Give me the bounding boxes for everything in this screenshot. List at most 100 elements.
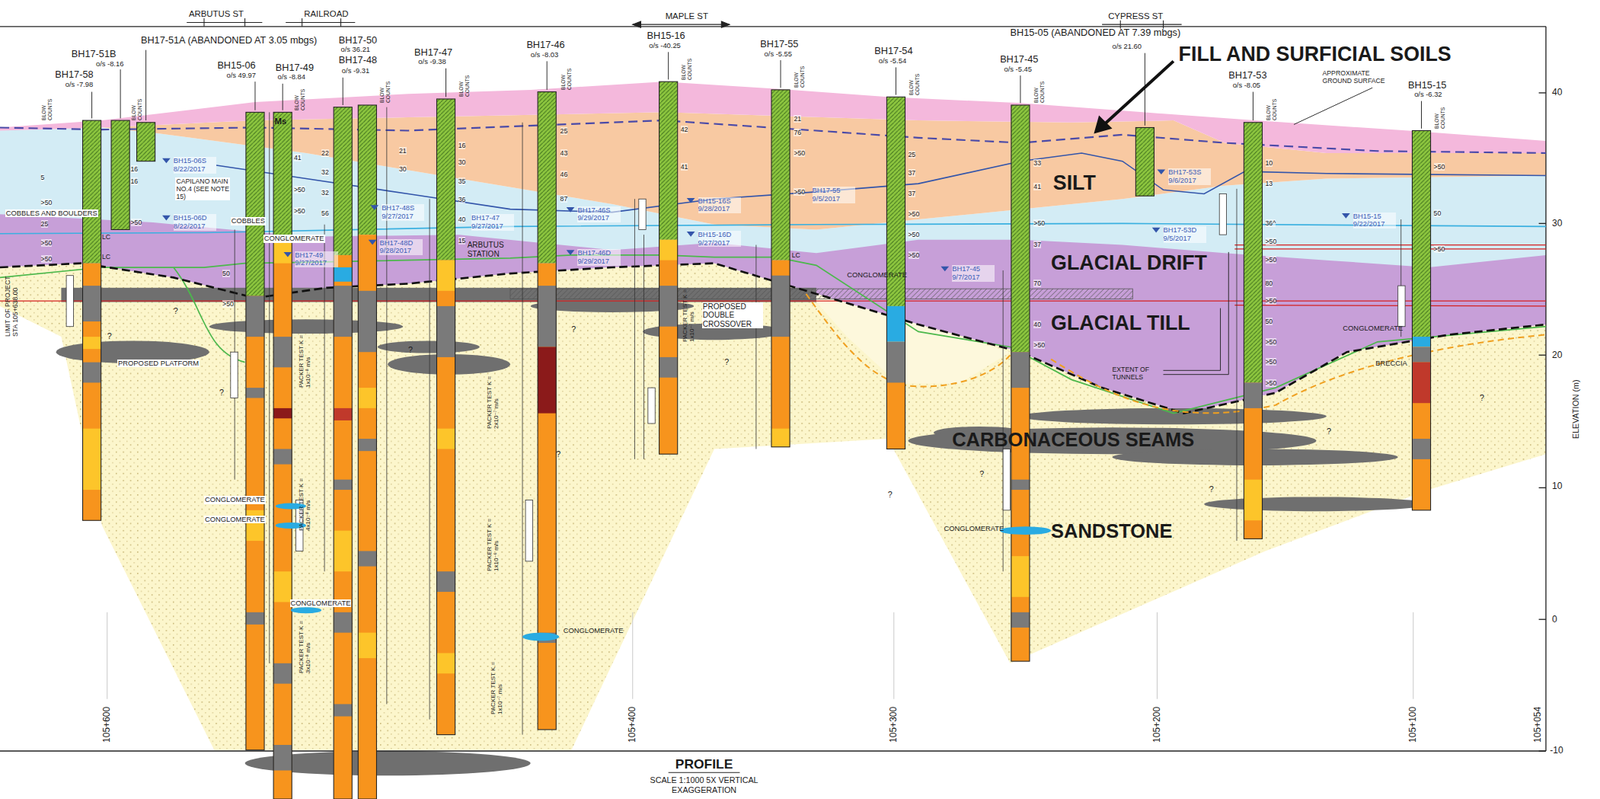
borehole-column	[333, 612, 352, 633]
leader-line	[1019, 75, 1021, 103]
blow-count: 56	[321, 209, 329, 218]
carbonaceous-seam	[377, 340, 480, 353]
well-screen	[648, 387, 655, 424]
blow-count: 41	[293, 153, 302, 162]
borehole-label: o/s -5.55	[764, 50, 793, 59]
query-mark: ?	[555, 449, 561, 459]
borehole-label: BH17-51A (ABANDONED AT 3.05 mbgs)	[140, 35, 317, 47]
packer-test-label: PACKER TEST K = 4x10⁻⁸ m/s	[297, 469, 313, 531]
street-name: ARBUTUS ST	[188, 9, 244, 20]
blow-count: >50	[908, 230, 920, 239]
borehole-column	[357, 550, 377, 566]
frame	[0, 25, 1546, 27]
borehole-column	[333, 408, 352, 421]
profile-title: PROFILE	[602, 756, 807, 772]
leader-line	[445, 68, 447, 98]
station-grid	[107, 612, 1414, 700]
borehole-column	[1011, 612, 1030, 628]
blow-count: 80	[1265, 279, 1274, 288]
rock-surface-line	[806, 293, 1011, 387]
blow-count-heading: BLOW COUNTS	[560, 60, 572, 90]
note-label: LC	[102, 252, 111, 261]
station-grid	[893, 612, 895, 700]
borehole-column	[1243, 382, 1262, 539]
leader-line	[145, 50, 147, 121]
borehole-column	[333, 267, 352, 282]
packer-test-label: PACKER TEST K = 1x10⁻⁸ m/s	[297, 326, 313, 388]
blow-count: >50	[908, 210, 920, 218]
note-label: CONGLOMERATE	[263, 234, 326, 243]
borehole-column	[83, 362, 102, 384]
borehole-label: BH15-05 (ABANDONED AT 7.39 mbgs)	[1010, 27, 1182, 39]
blow-count: >50	[41, 198, 53, 207]
note-label: CONGLOMERATE	[204, 495, 266, 505]
blow-count: 37	[908, 189, 917, 198]
borehole-column	[537, 92, 556, 264]
title-underline	[668, 772, 741, 773]
blow-count: 46	[560, 170, 569, 179]
borehole-column	[245, 296, 265, 338]
carbonaceous-seam	[56, 287, 1429, 776]
leader-line	[1421, 101, 1422, 129]
blow-count: 16	[130, 165, 139, 173]
borehole-column	[771, 89, 790, 261]
standpipe-line	[429, 198, 431, 719]
station-grid	[632, 612, 633, 700]
borehole-label: BH17-54	[874, 45, 913, 58]
query-mark: ?	[724, 357, 729, 367]
station-hatch	[510, 288, 1133, 299]
borehole-label: BH17-53	[1228, 70, 1267, 82]
blow-count: >50	[1265, 297, 1278, 305]
piezometer-symbol	[940, 266, 949, 272]
piezometer-symbol	[1341, 213, 1351, 219]
blow-count: 42	[680, 125, 689, 134]
borehole-column	[537, 285, 556, 347]
frame	[1539, 750, 1546, 751]
borehole-column	[1011, 351, 1030, 662]
piezometer-symbol	[566, 249, 575, 256]
street-bracket	[244, 18, 246, 27]
well-screen	[1398, 285, 1406, 327]
borehole-column	[659, 239, 678, 454]
axis-label: -10	[1549, 745, 1563, 757]
note-label: PROPOSED DOUBLE CROSSOVER	[702, 302, 764, 329]
borehole-label: o/s 36.21	[341, 45, 371, 55]
note-label: COBBLES AND BOULDERS	[5, 209, 99, 218]
borehole-column	[273, 448, 292, 464]
blow-count: >50	[1433, 162, 1446, 171]
piezometer-label: BH15-06S 8/22/2017	[173, 156, 217, 174]
borehole-column	[1243, 122, 1262, 384]
borehole-label: o/s -8.03	[530, 51, 559, 60]
blow-count: 37	[1033, 240, 1042, 249]
borehole-label: BH17-51B	[71, 48, 117, 61]
frame	[1545, 26, 1546, 751]
blow-count: >50	[1265, 338, 1278, 346]
piezometer-label: BH17-45 9/7/2017	[951, 265, 995, 282]
borehole-label: BH17-49	[275, 62, 314, 74]
tunnel-extent-line	[1234, 248, 1546, 250]
piezometer-label: BH17-48S 9/27/2017	[381, 204, 425, 221]
note-label: ARBUTUS STATION	[467, 240, 517, 259]
query-mark: ?	[887, 489, 893, 499]
borehole-label: o/s -9.38	[418, 57, 446, 67]
blow-count: >50	[41, 239, 53, 247]
borehole-column	[771, 275, 790, 337]
conglomerate-lens	[999, 526, 1051, 535]
blow-count: 21	[399, 146, 407, 155]
borehole-column	[1011, 351, 1030, 388]
borehole-column	[1411, 336, 1431, 347]
blow-count: 30	[458, 158, 467, 167]
layer-label: CARBONACEOUS SEAMS	[951, 428, 1195, 451]
axis-label: ELEVATION (m)	[1571, 380, 1581, 440]
note-label: LIMIT OF PROJECT STA 105+638.00	[3, 265, 20, 337]
piezometer-symbol	[368, 239, 377, 246]
street-bracket	[632, 24, 730, 26]
layer-label: SANDSTONE	[1050, 520, 1173, 543]
note-label: CONGLOMERATE	[290, 599, 352, 608]
borehole-column	[273, 336, 292, 368]
leader-line	[254, 81, 256, 111]
street-bracket	[1101, 24, 1182, 26]
blow-count: >50	[1265, 255, 1278, 264]
frame	[0, 750, 1546, 751]
borehole-label: BH17-48	[338, 54, 377, 67]
